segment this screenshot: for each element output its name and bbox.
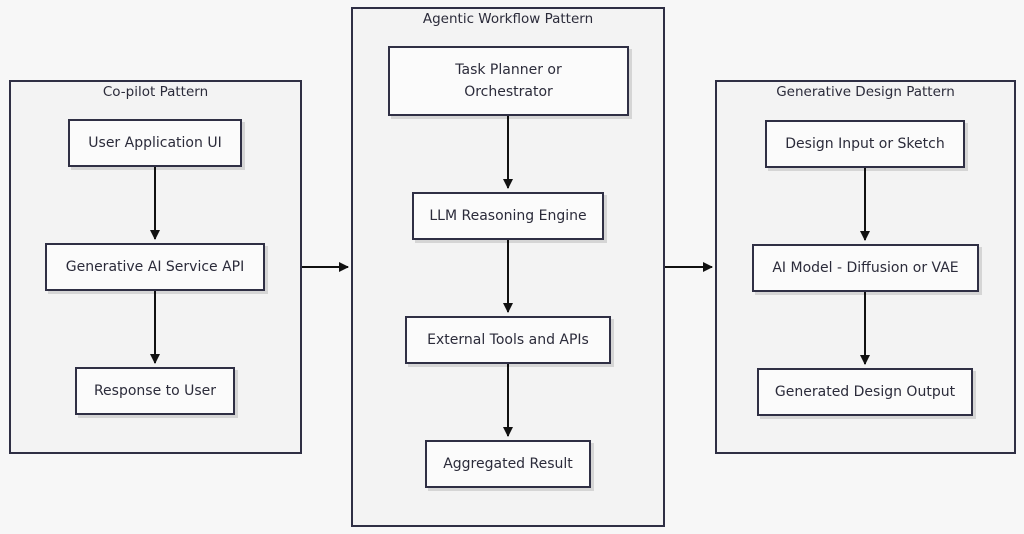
node-label: AI Model - Diffusion or VAE <box>772 260 959 276</box>
node-label: Aggregated Result <box>443 456 573 472</box>
node-aggregated-result: Aggregated Result <box>425 440 591 488</box>
node-generated-design-output: Generated Design Output <box>757 368 973 416</box>
node-user-application-ui: User Application UI <box>68 119 242 167</box>
node-external-tools-and-apis: External Tools and APIs <box>405 316 611 364</box>
node-label: External Tools and APIs <box>427 332 589 348</box>
node-label: Response to User <box>93 383 217 399</box>
node-response-to-user: Response to User <box>75 367 235 415</box>
copilot-pattern-title: Co-pilot Pattern <box>102 84 209 100</box>
generative-design-pattern-title: Generative Design Pattern <box>776 84 955 100</box>
node-label: Task Planner or Orchestrator <box>455 62 562 100</box>
node-label: Generated Design Output <box>774 384 956 400</box>
node-label: Design Input or Sketch <box>785 136 945 152</box>
node-llm-reasoning-engine: LLM Reasoning Engine <box>412 192 604 240</box>
node-label: LLM Reasoning Engine <box>429 208 587 224</box>
agentic-workflow-pattern-title: Agentic Workflow Pattern <box>422 11 594 27</box>
node-generative-ai-service-api: Generative AI Service API <box>45 243 265 291</box>
node-task-planner-or-orchestrator: Task Planner or Orchestrator <box>388 46 629 116</box>
node-label: User Application UI <box>88 135 222 151</box>
node-label: Generative AI Service API <box>65 259 245 275</box>
node-ai-model-diffusion-or-vae: AI Model - Diffusion or VAE <box>752 244 979 292</box>
node-design-input-or-sketch: Design Input or Sketch <box>765 120 965 168</box>
